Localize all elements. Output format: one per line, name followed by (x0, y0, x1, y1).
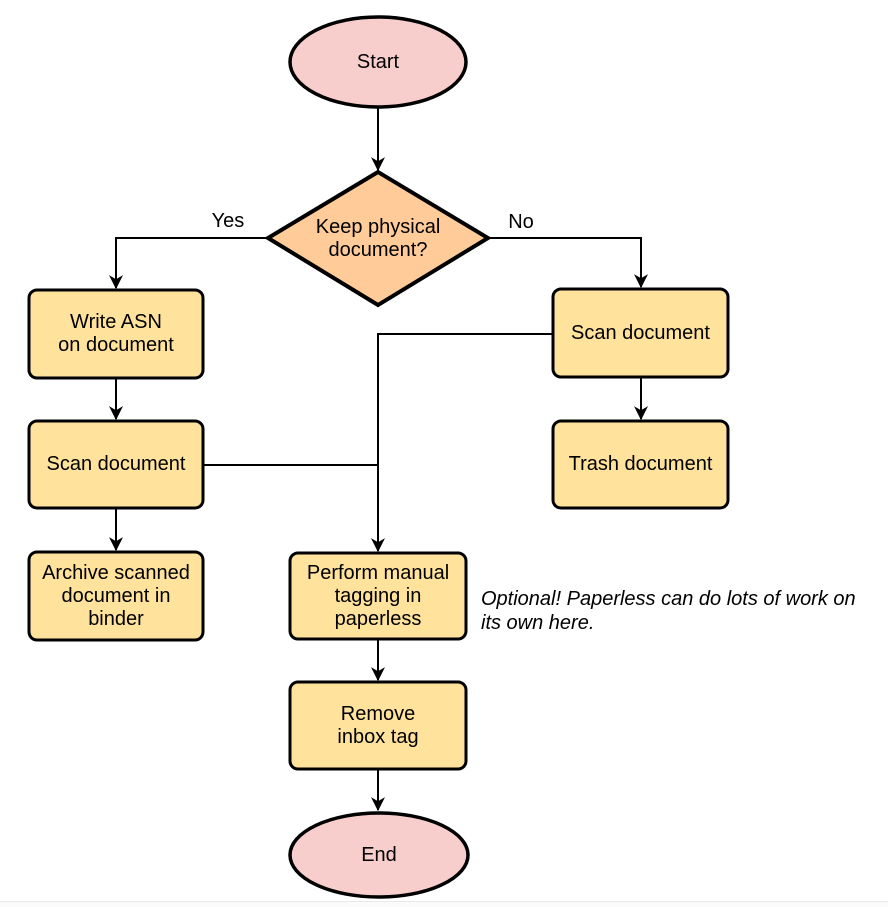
write-asn-shape (27, 288, 205, 380)
remove-inbox-tag-shape (288, 680, 468, 771)
edge-decision-no-to-scan-right (488, 237, 648, 289)
bottom-strip (0, 902, 888, 907)
yes-branch-label: Yes (211, 209, 245, 232)
archive-binder-shape (27, 550, 205, 642)
bottom-divider (0, 901, 888, 902)
start-terminator-shape (288, 15, 468, 109)
edge-decision-yes-to-write-asn (109, 237, 268, 290)
edge-scan-right-to-manual-tagging (371, 333, 553, 553)
trash-document-shape (551, 419, 730, 510)
decision-diamond-shape (264, 169, 492, 308)
no-branch-label: No (508, 210, 534, 233)
scan-document-left-shape (27, 419, 205, 510)
manual-tagging-shape (288, 551, 468, 641)
optional-annotation: Optional! Paperless can do lots of work … (481, 588, 856, 634)
scan-document-right-shape (551, 287, 730, 379)
end-terminator-shape (288, 811, 470, 899)
